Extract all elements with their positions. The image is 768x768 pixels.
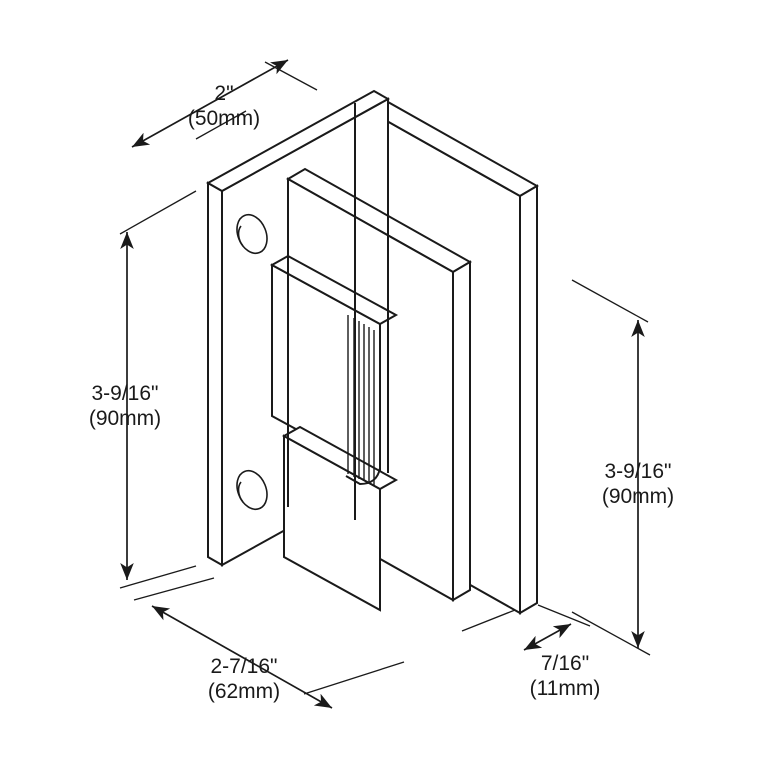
- dimension-plate-width: 2" (50mm): [131, 59, 318, 148]
- dim-label-glass-thickness-metric: (11mm): [530, 677, 601, 700]
- dim-label-glass-height-imperial: 3-9/16": [605, 460, 672, 483]
- hinge-body-block: [269, 254, 399, 612]
- ext-line-glass-thickness-b: [537, 604, 591, 627]
- dim-label-plate-width-imperial: 2": [214, 82, 233, 105]
- ext-line-glass-thickness-a: [461, 609, 516, 632]
- wall-plate-left-edge: [207, 181, 223, 567]
- dim-label-plate-width-metric: (50mm): [188, 107, 260, 130]
- dim-label-body-depth-imperial: 2-7/16": [211, 655, 278, 678]
- dim-line-plate-width: [131, 59, 289, 148]
- dim-line-body-depth: [151, 605, 333, 709]
- ext-line-plate-height-bottom: [119, 565, 197, 589]
- dimension-plate-height: 3-9/16" (90mm): [89, 190, 197, 589]
- dim-label-body-depth-metric: (62mm): [208, 680, 280, 703]
- upper-screw-hole: [236, 213, 268, 255]
- ext-line-plate-height-top: [119, 190, 197, 235]
- dim-line-glass-thickness: [523, 623, 572, 651]
- lower-screw-hole: [236, 469, 268, 511]
- ext-line-body-depth-a: [133, 577, 215, 601]
- ext-line-glass-height-top: [571, 279, 649, 323]
- dimension-glass-thickness: 7/16" (11mm): [461, 604, 601, 700]
- dim-label-glass-height-metric: (90mm): [602, 485, 674, 508]
- dim-label-plate-height-metric: (90mm): [89, 407, 161, 430]
- ridge-pocket-fillet: [345, 467, 381, 486]
- dim-label-glass-thickness-imperial: 7/16": [541, 652, 589, 675]
- dim-label-plate-height-imperial: 3-9/16": [92, 382, 159, 405]
- knurl-ridges: [347, 315, 375, 485]
- hinge-body-upper-top-face: [269, 254, 399, 326]
- dimension-glass-height: 3-9/16" (90mm): [571, 279, 674, 656]
- assembly-seam-lines: [287, 99, 454, 600]
- dimension-body-depth: 2-7/16" (62mm): [133, 577, 405, 709]
- glass-panel-far-side-edge: [519, 184, 538, 615]
- glass-clamp-side-edge: [452, 260, 471, 602]
